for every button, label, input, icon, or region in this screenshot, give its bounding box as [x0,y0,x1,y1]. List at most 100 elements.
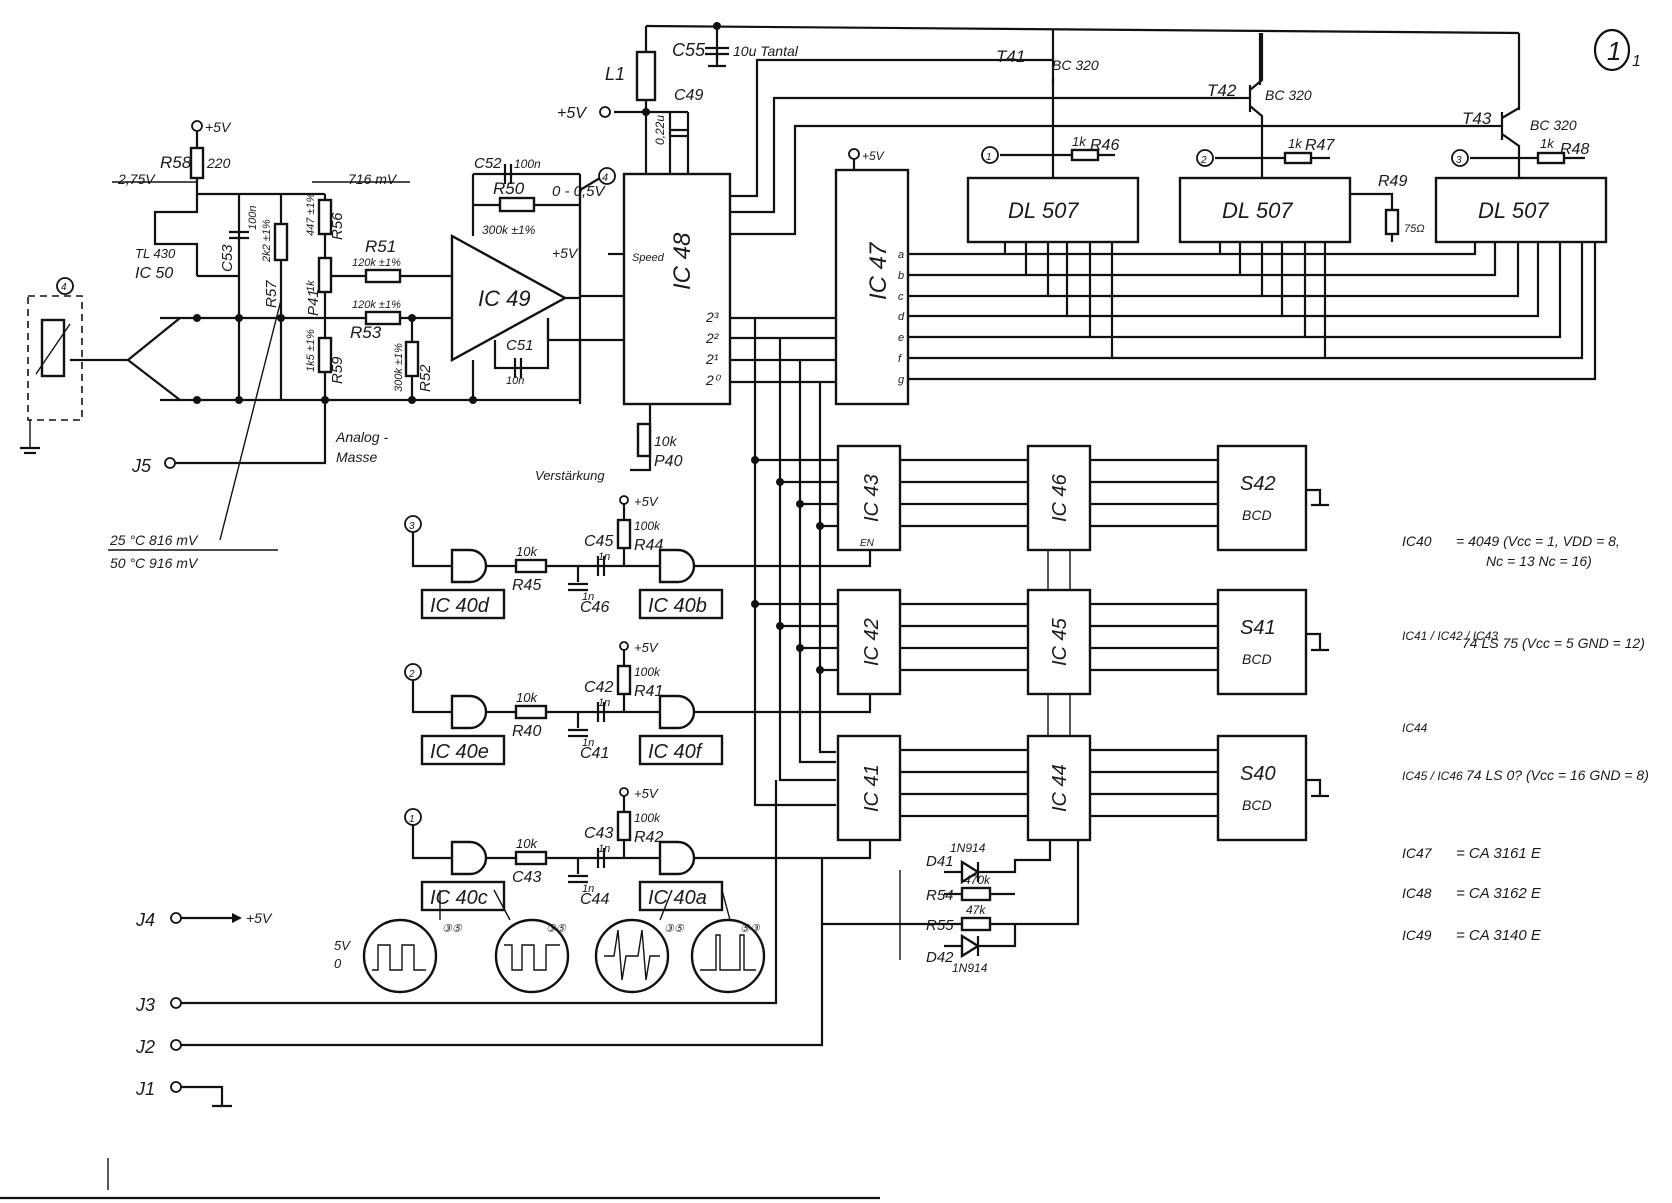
svg-text:d: d [898,311,905,323]
resistor-r55: R55 47k [926,840,1080,934]
svg-text:100k: 100k [634,665,661,679]
svg-text:10k: 10k [654,433,678,449]
svg-text:1: 1 [1632,53,1641,70]
svg-text:C43: C43 [584,825,613,842]
diode-d42: D42 1N914 [926,924,1017,975]
svg-text:+5V: +5V [862,149,885,163]
resistor-r48: 3 1k R48 [1451,136,1589,167]
top-wiring [599,24,1521,174]
svg-text:IC 40f: IC 40f [648,741,704,763]
svg-text:100k: 100k [634,519,661,533]
svg-text:= CA 3140 E: = CA 3140 E [1456,927,1542,944]
svg-text:C44: C44 [580,891,609,908]
svg-text:2: 2 [1200,155,1207,166]
svg-text:10u Tantal: 10u Tantal [733,43,799,59]
svg-text:3: 3 [409,521,415,532]
ic48-counter: IC 48 Speed 2³ 2² 2¹ 2⁰ [622,172,732,406]
resistor-r58: R58 220 [160,146,231,180]
potentiometer-p40: 10k P40 Verstärkung [535,404,683,483]
svg-text:IC 40a: IC 40a [648,887,707,909]
svg-text:③⑤: ③⑤ [546,923,567,935]
j-terminals: J4 +5V J3 J2 J1 [135,780,824,1108]
latch-row-1: IC 43 EN IC 46 S42 BCD [836,444,1329,552]
vref-tl430: TL 430 IC 50 [135,194,199,282]
temp-25-label: 25 °C 816 mV [109,532,199,548]
svg-text:IC48: IC48 [1402,885,1432,901]
svg-text:5V: 5V [334,938,351,953]
svg-text:R41: R41 [634,683,663,700]
svg-text:3: 3 [1456,155,1462,166]
svg-text:75Ω: 75Ω [1404,223,1425,235]
temperature-sensor: 4 [20,277,181,455]
ic47-decoder: IC 47 +5V a b c d e f g [834,148,910,406]
svg-text:220: 220 [206,155,231,171]
resistor-r46: 1 1k R46 [981,134,1119,164]
svg-text:2: 2 [408,669,415,680]
svg-text:IC41 / IC42 / IC43: IC41 / IC42 / IC43 [1402,629,1498,643]
svg-text:C52: C52 [474,155,502,172]
analog-masse-label-2: Masse [336,449,377,465]
potentiometer-p41: P41 1k [305,256,333,316]
segment-bus [908,242,1597,381]
svg-text:120k ±1%: 120k ±1% [352,299,401,311]
resistor-r54: R54 470k [926,873,1015,904]
svg-text:1: 1 [1607,36,1621,66]
svg-text:g: g [898,374,905,386]
svg-text:R56: R56 [329,212,346,240]
svg-text:IC 47: IC 47 [865,241,892,300]
svg-text:1n: 1n [598,551,610,563]
gate-row-1-supply: +5V [634,494,659,509]
svg-text:D41: D41 [926,853,954,870]
svg-text:10k: 10k [516,836,538,851]
svg-text:C53: C53 [219,244,236,272]
svg-text:IC 50: IC 50 [135,265,173,282]
svg-text:a: a [898,249,904,261]
svg-text:100n: 100n [247,206,259,230]
display-3: DL 507 [1434,176,1608,244]
svg-text:120k ±1%: 120k ±1% [352,257,401,269]
svg-text:BCD: BCD [1242,651,1272,667]
svg-text:+5V: +5V [552,245,579,261]
svg-text:e: e [898,332,904,344]
capacitor-c55: C55 10u Tantal [672,40,799,68]
svg-text:R51: R51 [365,237,396,256]
inductor-l1: L1 [605,50,657,102]
gate-row-2-supply: +5V [634,640,659,655]
gate-row-2: 2 10k R40 C42 1n 1n C41 100k R41 IC 40e … [404,641,872,766]
svg-text:P40: P40 [654,453,683,470]
svg-text:IC 40b: IC 40b [648,595,707,617]
svg-text:R57: R57 [263,280,280,308]
latch-row-2: IC 42 IC 45 S41 BCD [836,588,1329,696]
transistor-t43: T43 BC 320 [1462,107,1577,178]
svg-text:R42: R42 [634,829,663,846]
svg-text:IC 45: IC 45 [1049,617,1071,666]
svg-text:EN: EN [860,538,875,549]
svg-text:R59: R59 [329,356,346,384]
svg-text:IC 40d: IC 40d [430,595,490,617]
vref-275-label: 2,75V [117,171,156,187]
resistor-r59: R59 1k5 ±1% [305,329,346,384]
svg-text:D42: D42 [926,949,954,966]
svg-text:DL 507: DL 507 [1478,198,1549,223]
svg-text:f: f [898,353,902,365]
svg-text:P41: P41 [305,289,322,316]
svg-text:⑤③: ⑤③ [740,923,761,935]
svg-text:③⑤: ③⑤ [664,923,685,935]
svg-text:1: 1 [409,814,415,825]
j5-label: J5 [131,456,152,476]
node-4-label: 4 [602,172,608,184]
sheet-number: 1 1 [1593,28,1641,72]
svg-text:100k: 100k [634,811,661,825]
latch-row-3: IC 41 IC 44 S40 BCD [836,734,1329,842]
svg-text:IC47: IC47 [1402,845,1433,861]
svg-text:L1: L1 [605,64,625,84]
svg-text:IC 40c: IC 40c [430,887,488,909]
svg-text:10k: 10k [516,690,538,705]
svg-text:1N914: 1N914 [950,841,986,855]
resistor-r50: R50 300k ±1% [482,179,536,237]
svg-text:R55: R55 [926,917,954,934]
svg-text:1n: 1n [598,843,610,855]
capacitor-c53: C53 100n [219,206,259,272]
svg-text:IC 44: IC 44 [1049,764,1071,812]
svg-text:R40: R40 [512,723,541,740]
